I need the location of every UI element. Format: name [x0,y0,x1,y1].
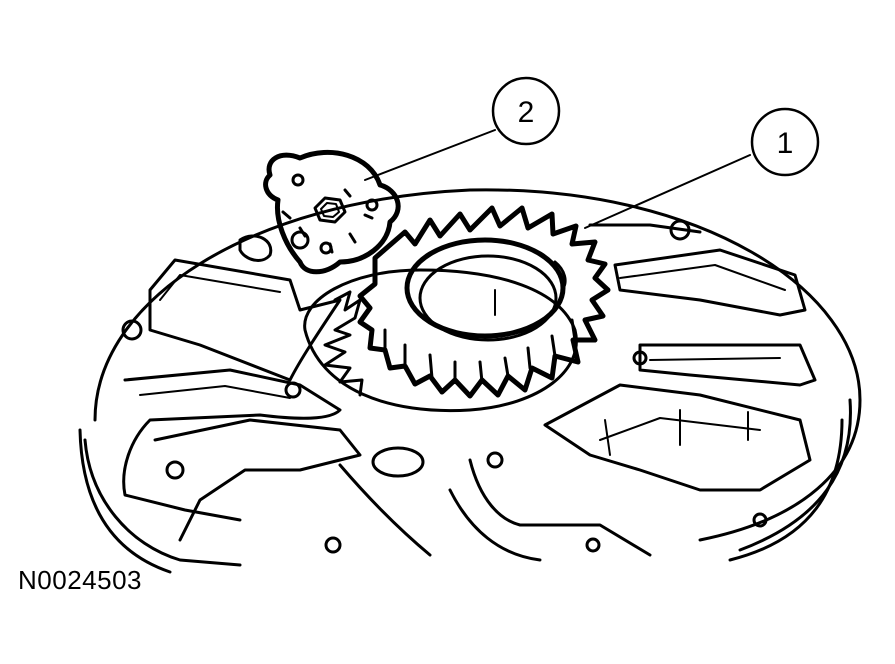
callout-1-number: 1 [777,127,794,160]
callout-1: 1 [750,107,820,177]
gear [357,205,611,399]
figure-id-label: N0024503 [18,565,142,595]
callout-2-number: 2 [518,96,535,129]
cover-plate [263,149,401,275]
leader-line-1 [584,154,751,229]
pump-body [78,188,862,574]
callout-2: 2 [491,76,561,146]
leader-lines [364,129,751,229]
leader-line-2 [364,129,496,181]
